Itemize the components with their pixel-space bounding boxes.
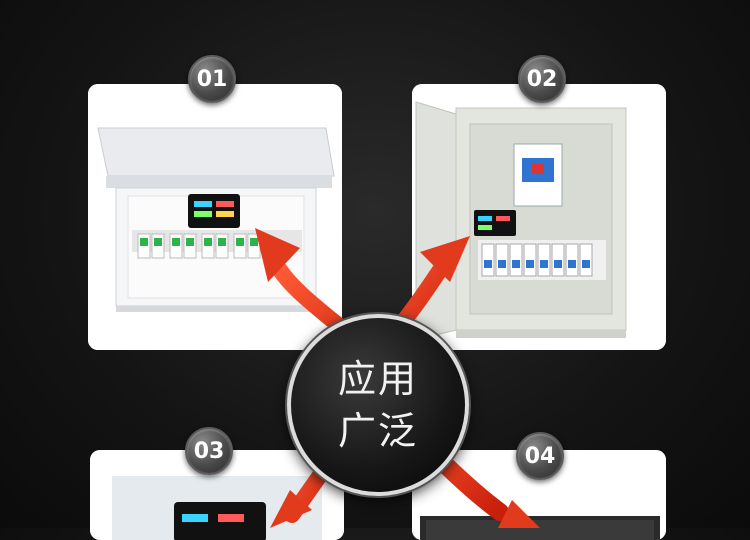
badge-01: 01 <box>188 55 236 103</box>
center-label-circle: 应用 广泛 <box>287 314 469 496</box>
distribution-box-image-02 <box>412 84 666 350</box>
badge-04: 04 <box>516 432 564 480</box>
center-label-line2: 广泛 <box>337 409 418 453</box>
card-02 <box>412 84 666 350</box>
badge-03: 03 <box>185 427 233 475</box>
center-label-line1: 应用 <box>337 357 418 401</box>
application-showcase: 01 02 03 04 应用 广泛 <box>97 55 666 540</box>
badge-02: 02 <box>518 55 566 103</box>
